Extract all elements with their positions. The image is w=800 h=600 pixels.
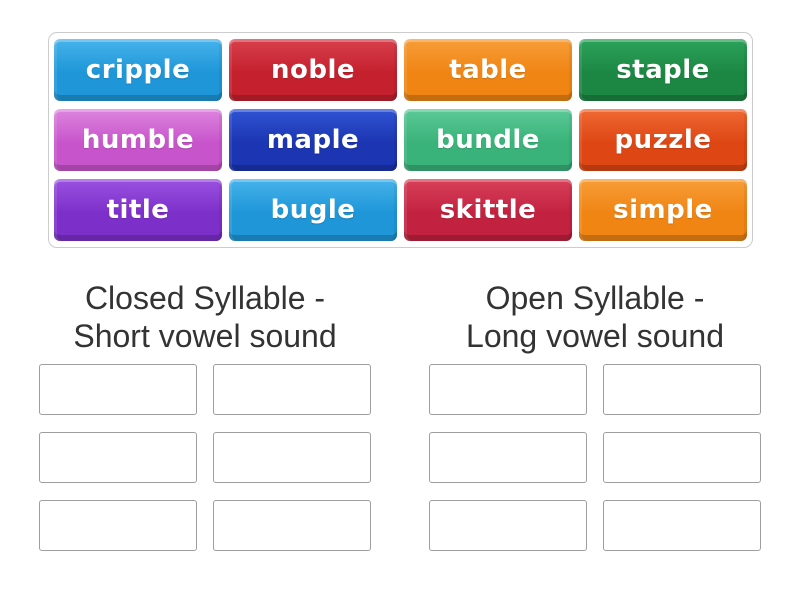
word-tile-noble[interactable]: noble — [229, 39, 397, 101]
word-tile-humble[interactable]: humble — [54, 109, 222, 171]
answer-slot[interactable] — [603, 500, 761, 551]
word-tile-title[interactable]: title — [54, 179, 222, 241]
word-tile-label: bundle — [436, 125, 540, 155]
category-title: Closed Syllable - Short vowel sound — [15, 279, 395, 355]
word-tile-label: bugle — [270, 195, 356, 225]
word-tile-label: staple — [616, 55, 710, 85]
answer-slot[interactable] — [213, 432, 371, 483]
answer-slot[interactable] — [213, 364, 371, 415]
word-tile-label: humble — [81, 125, 195, 155]
answer-slot[interactable] — [429, 364, 587, 415]
answer-slot[interactable] — [429, 500, 587, 551]
category-title-line1: Closed Syllable - — [84, 280, 326, 316]
word-tray: cripple noble table staple humble maple … — [48, 32, 753, 248]
word-tile-label: table — [449, 55, 527, 85]
category-title-line1: Open Syllable - — [485, 280, 705, 316]
word-tile-label: maple — [266, 125, 360, 155]
word-tile-staple[interactable]: staple — [579, 39, 747, 101]
word-tile-bundle[interactable]: bundle — [404, 109, 572, 171]
word-tile-maple[interactable]: maple — [229, 109, 397, 171]
category-title: Open Syllable - Long vowel sound — [405, 279, 785, 355]
category-group: Open Syllable - Long vowel sound — [405, 279, 785, 551]
category-groups: Closed Syllable - Short vowel sound Open… — [0, 279, 800, 551]
answer-slots — [405, 364, 785, 551]
answer-slot[interactable] — [39, 500, 197, 551]
answer-slots — [15, 364, 395, 551]
word-tile-label: skittle — [439, 195, 537, 225]
word-tile-label: puzzle — [614, 125, 712, 155]
answer-slot[interactable] — [603, 364, 761, 415]
word-tile-skittle[interactable]: skittle — [404, 179, 572, 241]
word-tile-label: simple — [613, 195, 713, 225]
answer-slot[interactable] — [213, 500, 371, 551]
answer-slot[interactable] — [39, 364, 197, 415]
answer-slot[interactable] — [603, 432, 761, 483]
word-tile-cripple[interactable]: cripple — [54, 39, 222, 101]
category-title-line2: Long vowel sound — [466, 318, 724, 354]
answer-slot[interactable] — [39, 432, 197, 483]
word-tile-puzzle[interactable]: puzzle — [579, 109, 747, 171]
word-tile-label: title — [106, 195, 170, 225]
word-tile-table[interactable]: table — [404, 39, 572, 101]
category-title-line2: Short vowel sound — [73, 318, 337, 354]
category-group: Closed Syllable - Short vowel sound — [15, 279, 395, 551]
word-tile-simple[interactable]: simple — [579, 179, 747, 241]
word-tile-label: cripple — [85, 55, 191, 85]
answer-slot[interactable] — [429, 432, 587, 483]
word-tile-label: noble — [270, 55, 356, 85]
word-tile-bugle[interactable]: bugle — [229, 179, 397, 241]
